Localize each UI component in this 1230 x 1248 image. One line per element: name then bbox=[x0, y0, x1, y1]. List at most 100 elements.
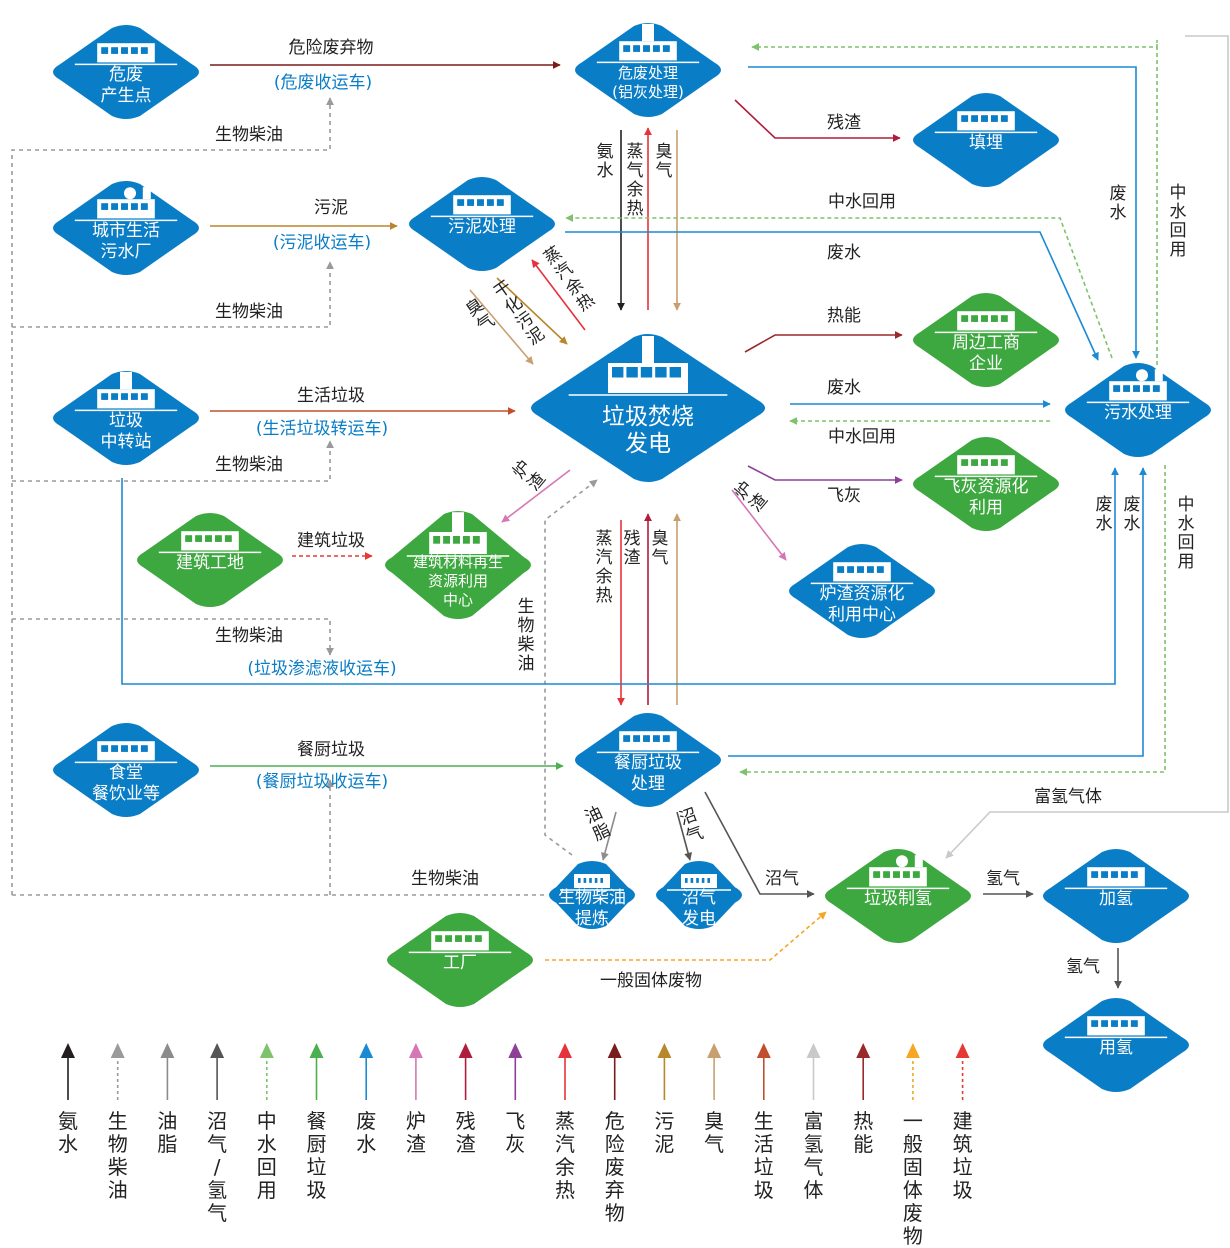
legend-arrow bbox=[558, 1043, 572, 1058]
label-steam-2: 蒸汽余热 bbox=[596, 529, 613, 606]
node-factory[interactable]: 工厂 bbox=[387, 913, 533, 1007]
node-building-material[interactable]: 建筑材料再生资源利用中心 bbox=[385, 511, 531, 619]
node-hydrogen-use[interactable]: 用氢 bbox=[1043, 998, 1189, 1092]
node-shape bbox=[825, 849, 971, 943]
node-label: 垃圾制氢 bbox=[864, 889, 932, 909]
node-landfill[interactable]: 填埋 bbox=[913, 93, 1059, 187]
label-biodiesel-1: 生物柴油 bbox=[215, 125, 283, 145]
label-domestic: 生活垃圾 bbox=[297, 386, 365, 406]
legend-item: 飞灰 bbox=[505, 1043, 525, 1156]
node-construction-site[interactable]: 建筑工地 bbox=[137, 513, 283, 607]
node-slag-center[interactable]: 炉渣资源化利用中心 bbox=[789, 544, 935, 638]
building-icon bbox=[1064, 867, 1168, 890]
node-shape bbox=[575, 23, 721, 117]
node-shape bbox=[656, 861, 742, 929]
node-label: 生物柴油提炼 bbox=[558, 888, 626, 929]
node-label: 危废处理(铝灰处理) bbox=[612, 64, 684, 101]
node-label: 污水处理 bbox=[1104, 403, 1172, 423]
node-canteen[interactable]: 食堂餐饮业等 bbox=[53, 723, 199, 817]
edge-biogas-h2 bbox=[704, 791, 815, 898]
legend-label: 中水回用 bbox=[257, 1109, 277, 1202]
building-icon bbox=[74, 43, 178, 66]
node-shape bbox=[385, 511, 531, 619]
legend-arrow bbox=[607, 1043, 622, 1058]
flow-labels: 危险废弃物(危废收运车)生物柴油污泥(污泥收运车)生物柴油生活垃圾(生活垃圾转运… bbox=[215, 38, 1195, 991]
node-industry[interactable]: 周边工商企业 bbox=[913, 293, 1059, 387]
node-sewage-plant[interactable]: 城市生活污水厂 bbox=[53, 181, 199, 275]
node-sludge-treat[interactable]: 污泥处理 bbox=[409, 177, 555, 271]
legend-arrow bbox=[955, 1043, 970, 1058]
label-slag-2: 炉渣 bbox=[731, 478, 772, 516]
building-icon bbox=[1064, 1016, 1168, 1039]
building-icon bbox=[406, 512, 510, 557]
building-icon bbox=[568, 336, 728, 396]
node-hazard-source[interactable]: 危废产生点 bbox=[53, 25, 199, 119]
legend-arrow bbox=[905, 1043, 920, 1058]
legend-item: 生活垃圾 bbox=[754, 1043, 774, 1202]
node-biodiesel-refine[interactable]: 生物柴油提炼 bbox=[549, 861, 635, 929]
edge-biodiesel-4 bbox=[12, 618, 334, 656]
node-shape bbox=[913, 93, 1059, 187]
label-reclaimed-v1: 中水回用 bbox=[1170, 183, 1187, 260]
legend-item: 生物柴油 bbox=[108, 1043, 128, 1202]
node-shape bbox=[549, 861, 635, 929]
legend-arrow bbox=[756, 1043, 771, 1058]
building-icon bbox=[667, 874, 731, 891]
edge-ww-sludge bbox=[565, 231, 1099, 361]
node-incinerator[interactable]: 垃圾焚烧发电 bbox=[531, 334, 765, 482]
label-biogas-v: 沼气 bbox=[677, 805, 706, 847]
node-shape bbox=[53, 371, 199, 465]
node-label: 建筑材料再生资源利用中心 bbox=[413, 553, 503, 609]
label-steam: 蒸气余热 bbox=[627, 142, 644, 219]
building-icon bbox=[74, 187, 178, 222]
node-shape bbox=[1043, 998, 1189, 1092]
legend-item: 沼气/氢气 bbox=[207, 1043, 227, 1225]
legend-arrow bbox=[408, 1043, 423, 1058]
building-icon bbox=[934, 455, 1038, 478]
edge-slag-build bbox=[501, 469, 571, 523]
building-icon bbox=[846, 855, 950, 890]
building-icon bbox=[810, 562, 914, 585]
node-hazard-treat[interactable]: 危废处理(铝灰处理) bbox=[575, 23, 721, 117]
legend-item: 热能 bbox=[853, 1043, 873, 1156]
node-shape bbox=[53, 181, 199, 275]
building-icon bbox=[74, 741, 178, 764]
label-reclaimed-1: 中水回用 bbox=[828, 192, 896, 212]
legend-label: 炉渣 bbox=[406, 1109, 426, 1156]
node-label: 填埋 bbox=[969, 133, 1003, 153]
label-biogas-h2: 沼气 bbox=[765, 869, 799, 889]
edge-biogas-power bbox=[676, 811, 692, 861]
legend-item: 废水 bbox=[356, 1043, 376, 1156]
node-wastewater-treat[interactable]: 污水处理 bbox=[1065, 363, 1211, 457]
label-domestic-truck: (生活垃圾转运车) bbox=[256, 419, 388, 439]
node-biogas-power[interactable]: 沼气发电 bbox=[656, 861, 742, 929]
label-residue-2: 残渣 bbox=[624, 529, 641, 568]
legend-label: 沼气/氢气 bbox=[207, 1109, 227, 1225]
flow-edges bbox=[11, 35, 1229, 989]
node-kitchen-treat[interactable]: 餐厨垃圾处理 bbox=[575, 713, 721, 807]
label-odor-2: 臭气 bbox=[652, 529, 669, 568]
legend-item: 残渣 bbox=[456, 1043, 476, 1156]
node-shape bbox=[1065, 363, 1211, 457]
label-odor: 臭气 bbox=[656, 142, 673, 181]
node-transfer[interactable]: 垃圾中转站 bbox=[53, 371, 199, 465]
legend-arrow bbox=[259, 1043, 274, 1058]
legend-item: 一般固体废物 bbox=[903, 1043, 923, 1248]
edge-biodiesel-up bbox=[544, 479, 598, 856]
edge-reclaimed-kitchen bbox=[739, 465, 1166, 776]
node-hydrogen-make[interactable]: 垃圾制氢 bbox=[825, 849, 971, 943]
legend-arrow bbox=[210, 1043, 225, 1058]
node-label: 污泥处理 bbox=[448, 217, 516, 237]
node-label: 垃圾焚烧发电 bbox=[602, 404, 694, 457]
label-hydrogen-rich: 富氢气体 bbox=[1034, 787, 1102, 807]
node-shape bbox=[409, 177, 555, 271]
node-hydrogen-station[interactable]: 加氢 bbox=[1043, 849, 1189, 943]
building-icon bbox=[1086, 369, 1190, 404]
node-flyash[interactable]: 飞灰资源化利用 bbox=[913, 437, 1059, 531]
edge-reclaimed-hazard bbox=[751, 40, 1158, 365]
node-shape bbox=[387, 913, 533, 1007]
edge-slag-center bbox=[731, 489, 787, 561]
node-label: 飞灰资源化利用 bbox=[944, 477, 1029, 518]
label-wastewater-2: 废水 bbox=[827, 378, 861, 398]
legend-label: 污泥 bbox=[654, 1109, 674, 1156]
